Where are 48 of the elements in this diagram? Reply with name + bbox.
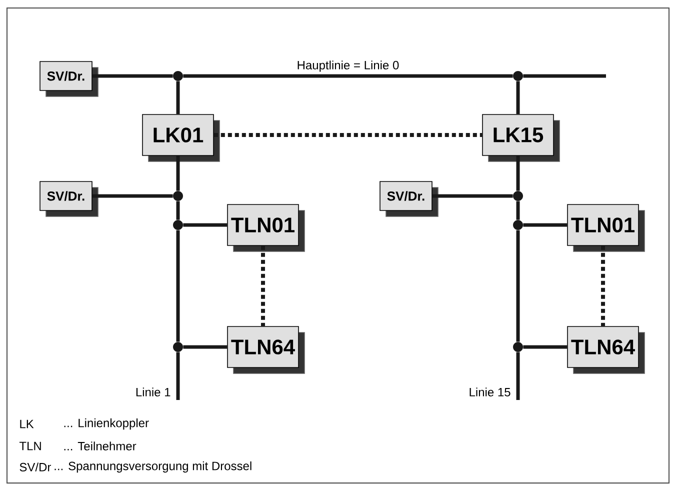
junction-dot <box>513 342 523 352</box>
bus-line <box>523 223 568 227</box>
bus-line <box>176 352 180 400</box>
junction-dot <box>173 71 183 81</box>
bus-line <box>516 81 520 114</box>
power-supply-box: SV/Dr. <box>40 61 98 97</box>
bus-line <box>516 156 520 191</box>
device-box: TLN01 <box>227 204 305 252</box>
line-label: Hauptlinie = Linie 0 <box>296 60 400 73</box>
bus-line <box>92 194 173 198</box>
power-supply-box: SV/Dr. <box>380 181 438 217</box>
coupler-box: LK01 <box>142 114 220 162</box>
bus-line <box>601 246 605 326</box>
device-box: TLN01 <box>567 204 645 252</box>
text-label: Linie 1 <box>136 388 170 396</box>
text-label: Linie 15 <box>470 388 510 396</box>
text-label: ... Spannungsversorgung mit Drossel <box>54 461 252 473</box>
junction-dot <box>173 342 183 352</box>
text-label: TLN <box>19 442 41 450</box>
junction-dot <box>513 220 523 230</box>
bus-line <box>183 345 228 349</box>
device-box: TLN64 <box>227 326 305 374</box>
text-label: ... Linienkoppler <box>64 418 149 430</box>
bus-line <box>214 133 482 137</box>
bus-line <box>176 156 180 191</box>
bus-line <box>261 246 265 326</box>
text-label: LK <box>20 420 34 428</box>
bus-line <box>183 74 513 78</box>
power-supply-box: SV/Dr. <box>40 181 98 217</box>
text-label: ... Teilnehmer <box>64 442 136 450</box>
bus-line <box>176 201 180 220</box>
bus-line <box>516 352 520 400</box>
junction-dot <box>173 191 183 201</box>
device-box: TLN64 <box>567 326 645 374</box>
bus-line <box>183 223 228 227</box>
junction-dot <box>173 220 183 230</box>
bus-line <box>432 194 513 198</box>
junction-dot <box>513 191 523 201</box>
bus-line <box>523 74 606 78</box>
bus-line <box>92 74 173 78</box>
bus-line <box>176 81 180 114</box>
text-label: SV/Dr <box>20 462 51 472</box>
coupler-box: LK15 <box>482 114 560 162</box>
bus-line <box>516 230 520 342</box>
junction-dot <box>513 71 523 81</box>
bus-line <box>523 345 568 349</box>
bus-line <box>516 201 520 220</box>
bus-line <box>176 230 180 342</box>
